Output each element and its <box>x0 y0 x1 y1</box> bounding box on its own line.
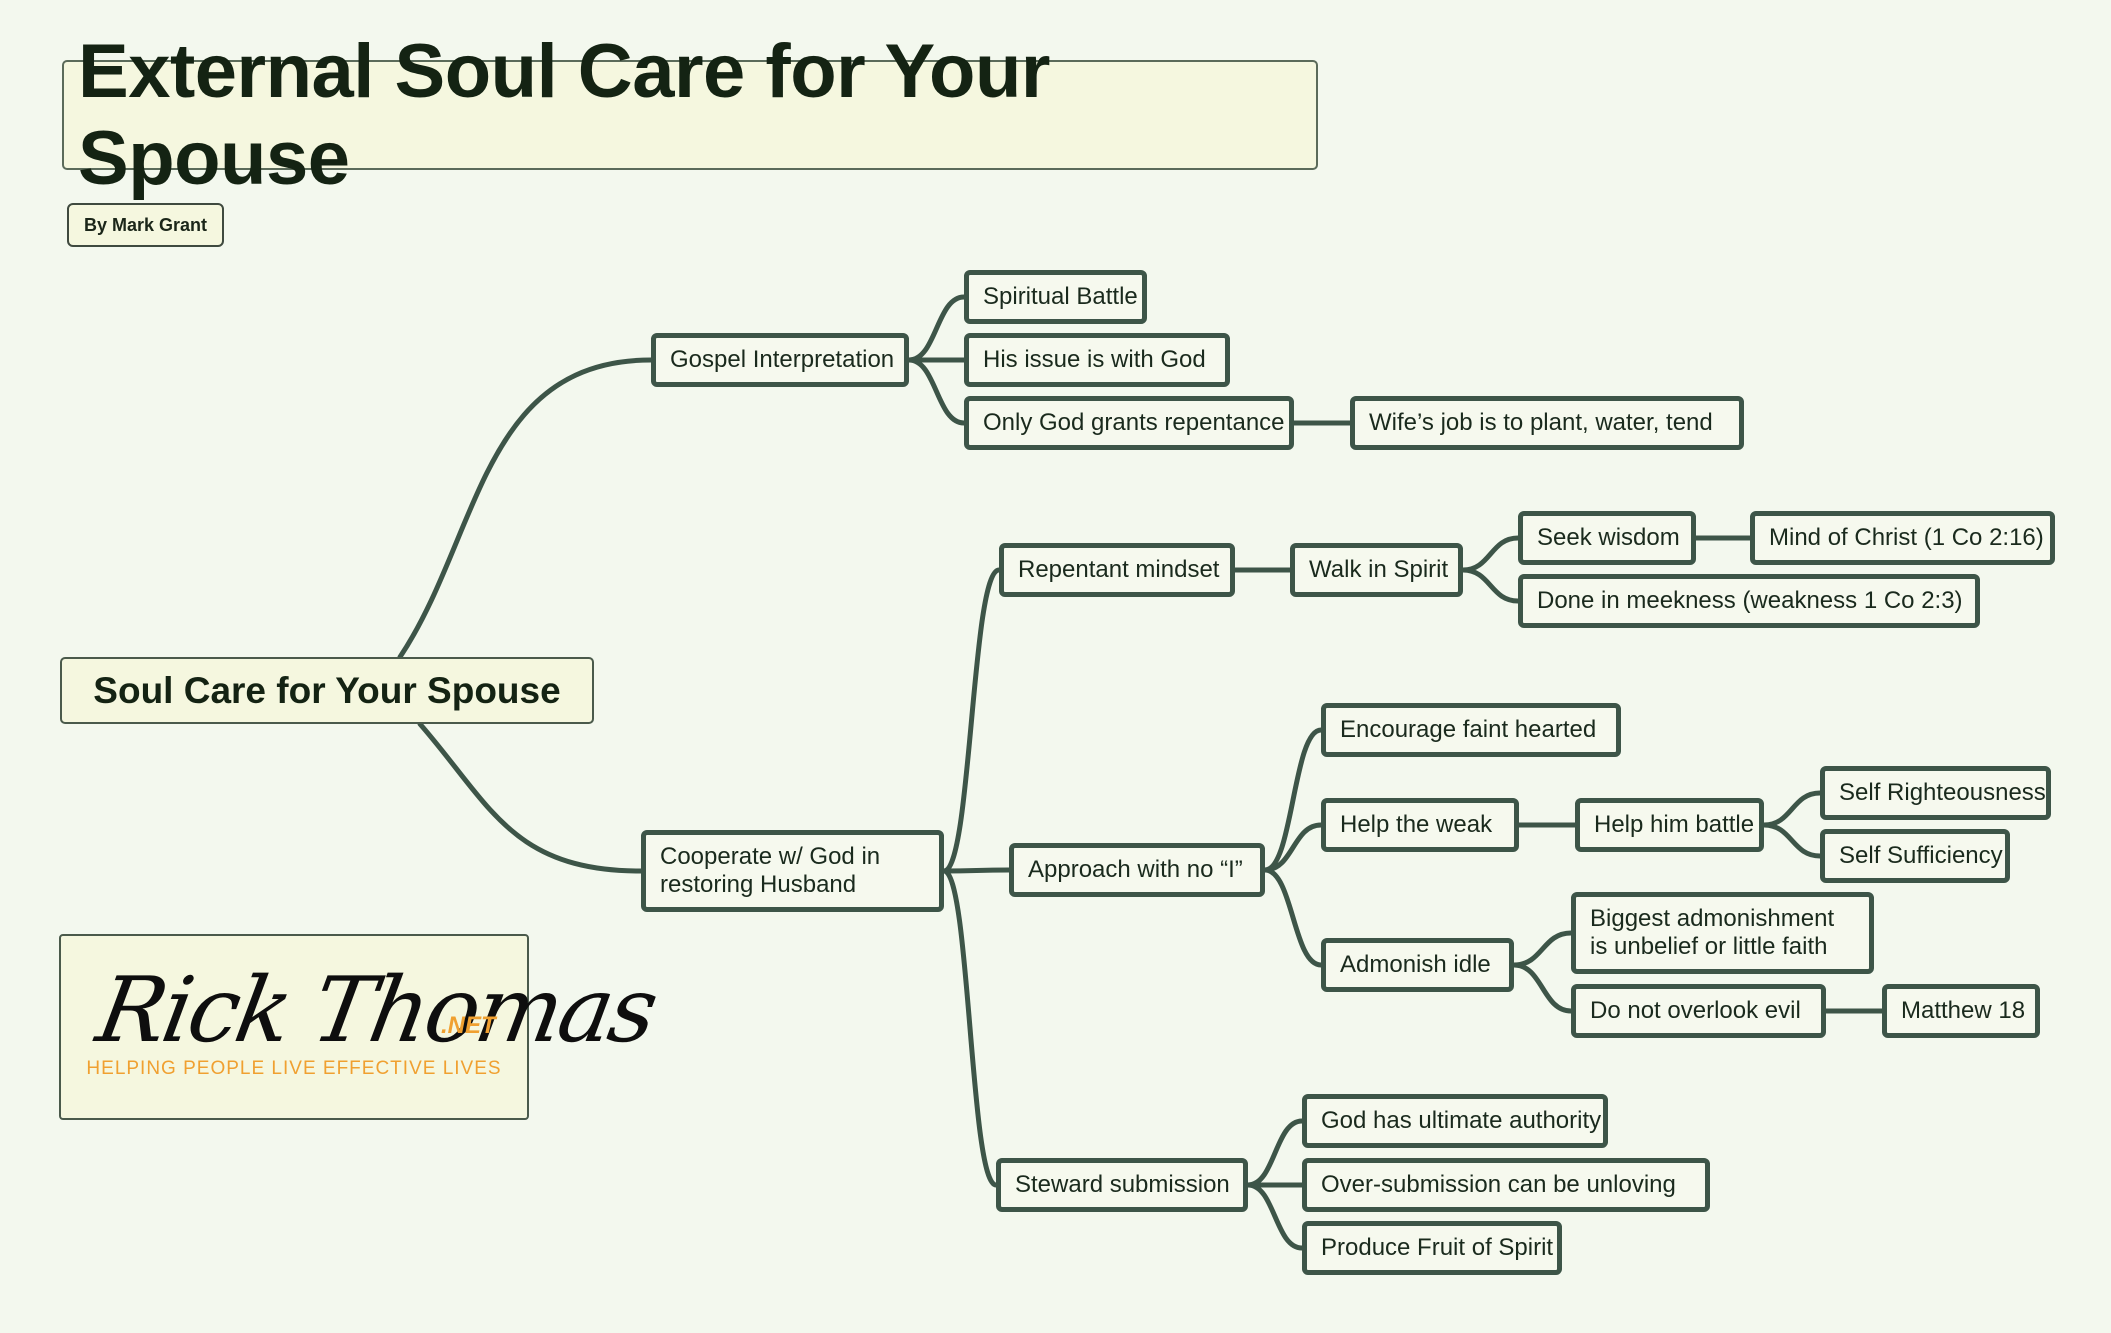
connector-cooperate-to-steward_submission <box>941 868 999 1188</box>
connector-help_him_battle-to-self_righteousness <box>1761 790 1823 828</box>
topic-approach-with-no-i[interactable]: Approach with no “I” <box>1009 843 1265 897</box>
connector-admonish_idle-to-do_not_overlook <box>1511 962 1574 1014</box>
connector-approach-to-help_weak <box>1262 822 1324 873</box>
connector-central-to-gospel_interpretation <box>397 357 654 660</box>
connector-approach-to-encourage <box>1262 727 1324 873</box>
topic-walk-in-spirit[interactable]: Walk in Spirit <box>1290 543 1463 597</box>
topic-gospel-interpretation[interactable]: Gospel Interpretation <box>651 333 909 387</box>
topic-self-sufficiency[interactable]: Self Sufficiency <box>1820 829 2010 883</box>
topic-wifes-job[interactable]: Wife’s job is to plant, water, tend <box>1350 396 1744 450</box>
connector-gospel_interpretation-to-spiritual_battle <box>906 294 967 363</box>
connector-steward_submission-to-produce_fruit <box>1245 1182 1305 1251</box>
topic-encourage-faint-hearted[interactable]: Encourage faint hearted <box>1321 703 1621 757</box>
topic-only-god-grants-repentance[interactable]: Only God grants repentance <box>964 396 1294 450</box>
logo-suffix: .NET <box>441 1012 496 1039</box>
topic-seek-wisdom[interactable]: Seek wisdom <box>1518 511 1696 565</box>
topic-mind-of-christ[interactable]: Mind of Christ (1 Co 2:16) <box>1750 511 2055 565</box>
topic-produce-fruit-of-spirit[interactable]: Produce Fruit of Spirit <box>1302 1221 1562 1275</box>
topic-his-issue-with-god[interactable]: His issue is with God <box>964 333 1230 387</box>
connector-cooperate-to-repentant_mindset <box>941 567 1002 874</box>
central-topic[interactable]: Soul Care for Your Spouse <box>60 657 594 724</box>
topic-admonish-idle[interactable]: Admonish idle <box>1321 938 1514 992</box>
topic-spiritual-battle[interactable]: Spiritual Battle <box>964 270 1147 324</box>
connector-walk_in_spirit-to-done_in_meekness <box>1460 567 1521 604</box>
logo: Rick Thomas .NET HELPING PEOPLE LIVE EFF… <box>59 934 663 1120</box>
title-box: External Soul Care for Your Spouse <box>62 29 1318 201</box>
topic-help-him-battle[interactable]: Help him battle <box>1575 798 1764 852</box>
connector-admonish_idle-to-biggest_admonishment <box>1511 930 1574 968</box>
connector-gospel_interpretation-to-only_god <box>906 357 967 426</box>
connector-help_him_battle-to-self_sufficiency <box>1761 822 1823 859</box>
topic-self-righteousness[interactable]: Self Righteousness <box>1820 766 2051 820</box>
connector-central-to-cooperate <box>417 721 644 874</box>
connector-walk_in_spirit-to-seek_wisdom <box>1460 535 1521 573</box>
topic-done-in-meekness[interactable]: Done in meekness (weakness 1 Co 2:3) <box>1518 574 1980 628</box>
topic-steward-submission[interactable]: Steward submission <box>996 1158 1248 1212</box>
logo-name: Rick Thomas <box>89 958 663 1063</box>
connector-approach-to-admonish_idle <box>1262 867 1324 968</box>
connector-cooperate-to-approach <box>941 867 1012 874</box>
topic-god-has-ultimate-authority[interactable]: God has ultimate authority <box>1302 1094 1608 1148</box>
connector-steward_submission-to-god_authority <box>1245 1118 1305 1188</box>
topic-repentant-mindset[interactable]: Repentant mindset <box>999 543 1235 597</box>
page-title: External Soul Care for Your Spouse <box>78 29 1050 201</box>
byline: By Mark Grant <box>67 203 224 247</box>
topic-do-not-overlook-evil[interactable]: Do not overlook evil <box>1571 984 1826 1038</box>
topic-over-submission[interactable]: Over-submission can be unloving <box>1302 1158 1710 1212</box>
topic-cooperate-with-god[interactable]: Cooperate w/ God in restoring Husband <box>641 830 944 912</box>
topic-help-the-weak[interactable]: Help the weak <box>1321 798 1519 852</box>
topic-matthew-18[interactable]: Matthew 18 <box>1882 984 2040 1038</box>
logo-tagline: HELPING PEOPLE LIVE EFFECTIVE LIVES <box>86 1058 502 1079</box>
topic-biggest-admonishment[interactable]: Biggest admonishment is unbelief or litt… <box>1571 892 1874 974</box>
